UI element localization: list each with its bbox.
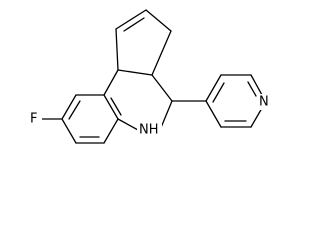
bond-c7-c8	[61, 118, 77, 144]
amine-label: NH	[139, 123, 159, 138]
bond-c3a-c4	[151, 74, 173, 102]
bond-c9a-c5a-inner	[110, 97, 122, 116]
bond-c8-c9	[61, 94, 77, 120]
amine-label-background	[137, 122, 162, 138]
fluorine-label: F	[30, 112, 37, 127]
bond-c3a-c9b	[117, 69, 153, 76]
bond-py-c5-c4	[205, 100, 222, 128]
bond-py-n1-c6	[250, 107, 263, 128]
bond-c9b-c1	[115, 28, 119, 71]
bond-c2-c3	[145, 9, 172, 32]
atom-label-layer: F NH N	[27, 94, 271, 138]
bond-c9a-c5a	[103, 94, 119, 120]
bond-layer	[41, 9, 263, 144]
bond-c8-c9-inner	[68, 100, 81, 120]
bond-c5a-c6	[103, 118, 119, 144]
bond-c1-c2-double-inner	[123, 17, 145, 32]
bond-n5-c5a	[117, 118, 139, 131]
bond-c1-c2-double	[115, 9, 147, 30]
fluorine-label-background	[27, 111, 42, 127]
bond-py-c2-n1-inner	[247, 81, 257, 97]
bond-c9b-c9a	[103, 69, 119, 96]
bond-c3-c3a	[151, 30, 172, 76]
chemical-structure: F NH N	[27, 9, 271, 144]
bond-py-c4-c3-inner	[212, 82, 225, 103]
pyridine-nitrogen-label: N	[259, 95, 269, 110]
pyridine-nitrogen-label-background	[257, 94, 271, 110]
bond-py-c2-n1	[250, 74, 263, 96]
bond-py-c4-c3	[205, 74, 222, 102]
